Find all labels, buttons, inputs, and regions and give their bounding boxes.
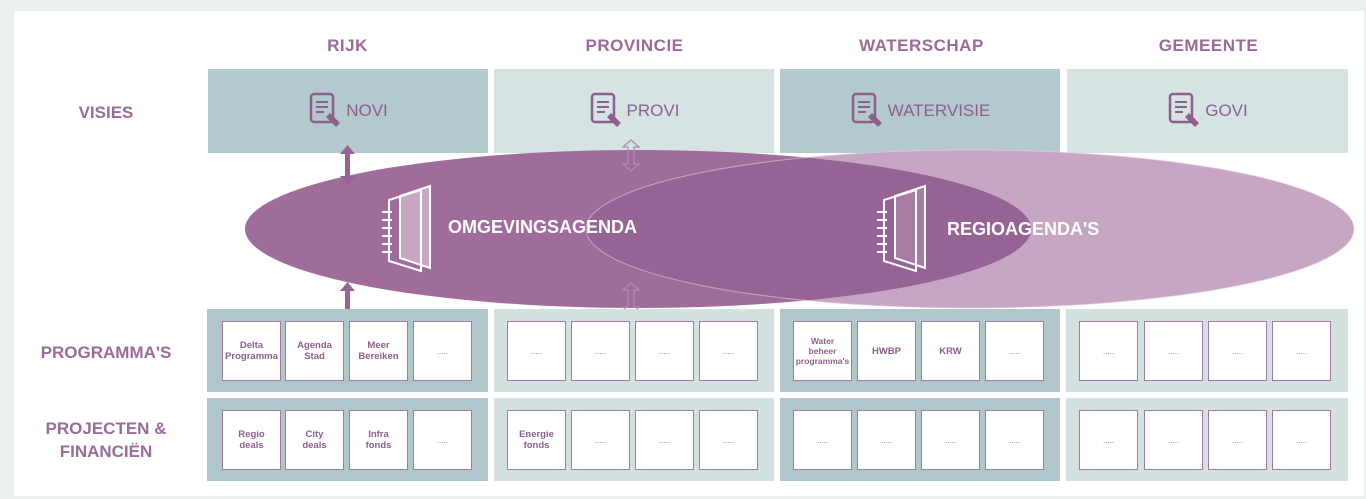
visie-label-provincie: PROVI xyxy=(626,101,680,120)
project-box: ..... xyxy=(1079,410,1138,470)
document-icon xyxy=(851,92,882,127)
double-arrow-icon xyxy=(340,145,355,185)
project-box: ..... xyxy=(635,410,694,470)
double-arrow-icon xyxy=(621,139,641,172)
document-icon xyxy=(590,92,621,127)
project-box: ..... xyxy=(699,410,758,470)
notebook-icon xyxy=(877,184,926,273)
visie-label-rijk: NOVI xyxy=(346,101,388,120)
program-box: ..... xyxy=(1079,321,1138,381)
row-header-visies: VISIES xyxy=(78,103,134,122)
visie-box-waterschap: WATERVISIE xyxy=(780,69,1060,153)
project-box: ..... xyxy=(1272,410,1331,470)
project-box: ..... xyxy=(571,410,630,470)
program-box: ..... xyxy=(1272,321,1331,381)
row-header-projecten-line2: FINANCIËN xyxy=(59,442,153,461)
project-box: ..... xyxy=(413,410,472,470)
program-box: HWBP xyxy=(857,321,916,381)
program-box: ..... xyxy=(571,321,630,381)
visie-box-gemeente: GOVI xyxy=(1067,69,1348,153)
programma-band-provincie: ..... ..... ..... ..... xyxy=(494,309,774,392)
program-box: ..... xyxy=(985,321,1044,381)
visie-label-waterschap: WATERVISIE xyxy=(887,101,991,120)
column-header-rijk: RIJK xyxy=(327,36,368,55)
notebook-icon xyxy=(382,184,431,273)
column-header-gemeente: GEMEENTE xyxy=(1158,36,1259,55)
visie-label-gemeente: GOVI xyxy=(1205,101,1248,120)
row-header-programmas: PROGRAMMA'S xyxy=(40,343,172,362)
program-box: ..... xyxy=(507,321,566,381)
program-box: ..... xyxy=(699,321,758,381)
program-box: ..... xyxy=(635,321,694,381)
project-box: ..... xyxy=(1144,410,1203,470)
program-box: ..... xyxy=(1208,321,1267,381)
projecten-band-waterschap: ..... ..... ..... ..... xyxy=(780,398,1060,481)
project-box: ..... xyxy=(921,410,980,470)
column-header-waterschap: WATERSCHAP xyxy=(859,36,984,55)
column-header-provincie: PROVINCIE xyxy=(585,36,684,55)
programma-band-gemeente: ..... ..... ..... ..... xyxy=(1066,309,1348,392)
regio-outline xyxy=(585,149,1355,309)
program-box: KRW xyxy=(921,321,980,381)
program-box: ..... xyxy=(413,321,472,381)
projecten-band-gemeente: ..... ..... ..... ..... xyxy=(1066,398,1348,481)
program-box: ..... xyxy=(1144,321,1203,381)
project-box: ..... xyxy=(985,410,1044,470)
row-header-projecten: PROJECTEN & FINANCIËN xyxy=(16,417,196,463)
row-header-projecten-line1: PROJECTEN & xyxy=(45,419,167,438)
visie-box-rijk: NOVI xyxy=(208,69,488,153)
document-icon xyxy=(1168,92,1200,127)
omgevingsagenda-label: OMGEVINGSAGENDA xyxy=(448,217,638,237)
visie-box-provincie: PROVI xyxy=(494,69,774,153)
project-box: ..... xyxy=(793,410,852,470)
document-icon xyxy=(309,92,341,127)
overlap-region xyxy=(586,150,1031,308)
project-box: ..... xyxy=(1208,410,1267,470)
project-box: ..... xyxy=(857,410,916,470)
regioagenda-label: REGIOAGENDA'S xyxy=(947,219,1100,239)
